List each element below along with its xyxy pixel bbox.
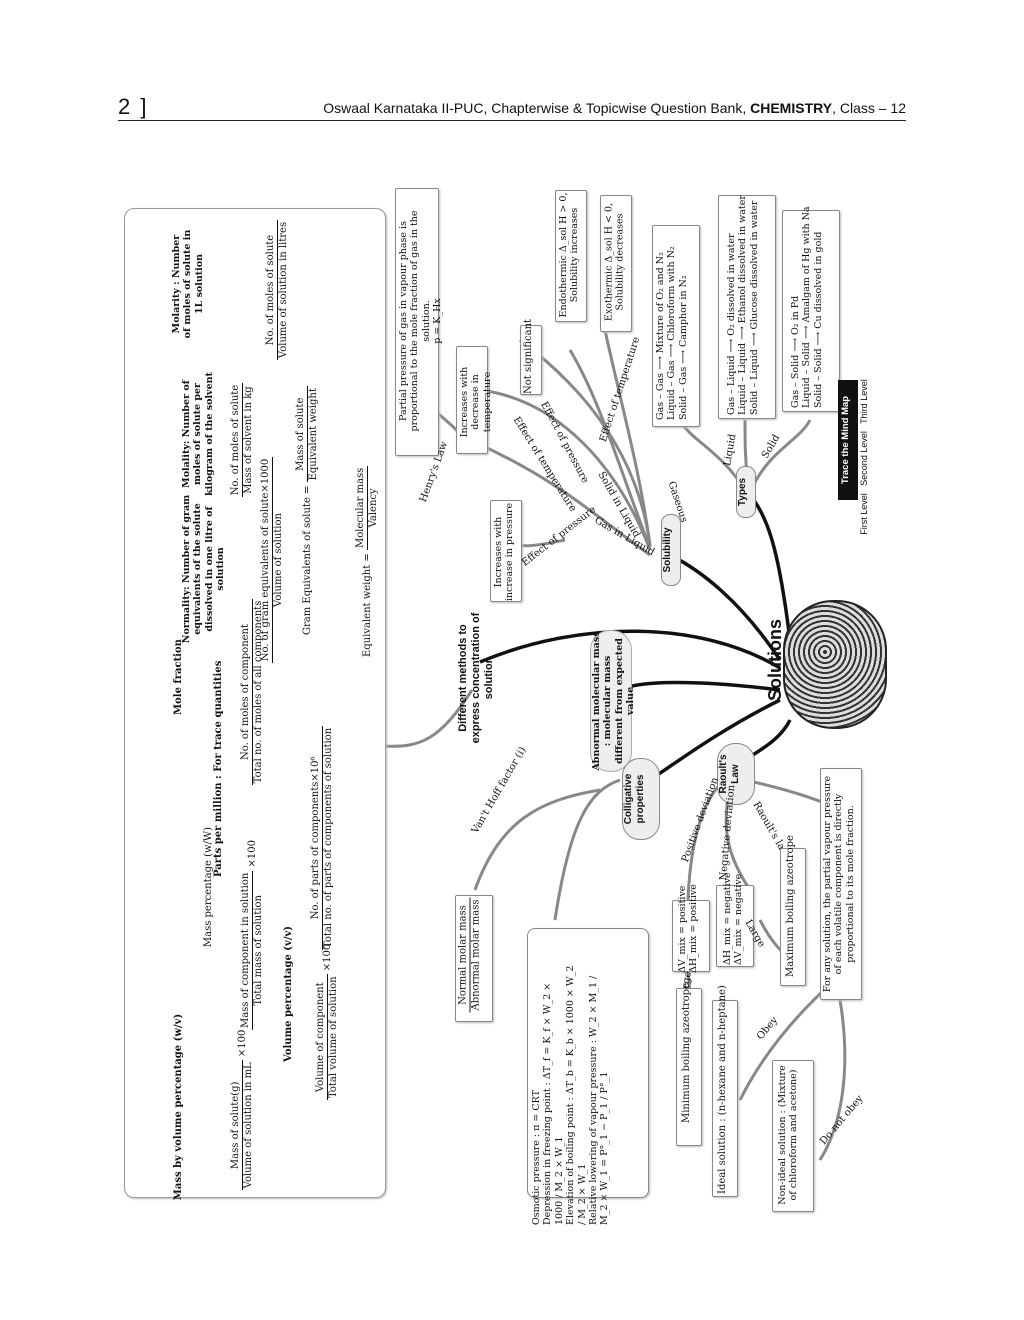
colligative-node: Colligative properties — [622, 758, 660, 840]
brain-icon — [783, 600, 887, 729]
exothermic-text: Exothermic Δ_sol H < 0, Solubility decre… — [603, 202, 626, 322]
branch-abnormal — [619, 680, 781, 692]
types-node: Types — [736, 466, 756, 518]
exothermic-box — [600, 195, 632, 332]
gaseous-box — [652, 225, 700, 427]
solid-pressure-result-box — [520, 325, 542, 395]
vant-hoff-box — [455, 895, 493, 1022]
gas-pressure-result-box — [490, 500, 522, 602]
gas-temp-result-box — [456, 346, 488, 454]
mass-by-volume-title: Mass by volume percentage (w/v) — [173, 1013, 184, 1201]
positive-deviation-box — [672, 900, 710, 972]
branch-types — [750, 496, 792, 641]
non-ideal-solution: Non-ideal solution : (Mixture of chlorof… — [777, 1065, 800, 1205]
max-azeotrope-box — [780, 848, 806, 986]
solid-pressure-result: Not significant — [523, 318, 534, 394]
page-number: 2 ] — [118, 94, 149, 119]
liquid-list: Gas – Liquid ⟶ O₂ dissolved in water Liq… — [726, 195, 760, 415]
concentration-box — [124, 208, 386, 1198]
gaseous-list: Gas – Gas ⟶ Mixture of O₂ and N₂ Liquid … — [655, 246, 689, 420]
raoult-law-text: For any solution, the partial vapour pre… — [822, 775, 856, 993]
raoult-law-box — [820, 768, 862, 1000]
gas-temp-result: Increases with decrease in temperature — [459, 366, 493, 438]
non-ideal-box — [772, 1060, 814, 1212]
negative-deviation-box — [716, 885, 754, 967]
running-head: Oswaal Karnataka II-PUC, Chapterwise & T… — [323, 100, 906, 116]
liquid-box — [718, 195, 776, 419]
trace-map-banner — [838, 380, 858, 500]
endothermic-box — [555, 190, 587, 322]
abnormal-node: Abnormal molecular mass : molecular mass… — [590, 630, 637, 772]
trace-map-levels: First Level Second Level Third Level — [859, 379, 869, 535]
volume-percentage-title: Volume percentage (v/v) — [283, 925, 294, 1062]
ideal-box — [712, 1000, 738, 1197]
ppm-title: Parts per million : For trace quantities — [213, 660, 224, 877]
branch-concentration — [479, 629, 781, 670]
solid-list: Gas – Solid ⟶ O₂ in Pd Liquid – Solid ⟶ … — [790, 206, 824, 408]
gram-equivalents-formula: Gram Equivalents of solute = Mass of sol… — [295, 386, 319, 635]
concentration-branch-label: Different methods to express concentrati… — [457, 612, 496, 744]
solubility-node: Solubility — [661, 514, 681, 586]
ideal-solution: Ideal solution : (n-hexane and n-heptane… — [717, 985, 728, 1194]
colligative-formulas-box — [527, 928, 649, 1198]
molality-title: Molality: Number of moles of solute per … — [181, 372, 215, 496]
molarity-title: Molarity : Number of moles of solute in … — [171, 229, 205, 339]
henry-box — [395, 188, 439, 456]
page-header: 2 ] Oswaal Karnataka II-PUC, Chapterwise… — [118, 94, 906, 121]
colligative-list: Osmotic pressure : π = CRT Depression in… — [531, 965, 611, 1225]
min-azeotrope: Minimum boiling azeotrope — [681, 982, 692, 1123]
endothermic-text: Endothermic Δ_sol H > 0, Solubility incr… — [558, 192, 581, 318]
max-azeotrope: Maximum boiling azeotrope — [785, 835, 796, 977]
solid-box — [782, 210, 840, 412]
branch-colligative — [649, 698, 781, 782]
center-title: Solutions — [765, 619, 785, 701]
normality-title: Normality: Number of gram equivalents of… — [181, 494, 227, 644]
mass-by-volume-formula: Mass of solute(g)Volume of solution in m… — [230, 1029, 254, 1191]
gas-pressure-result: Increases with increase in pressure — [493, 502, 516, 602]
min-azeotrope-box — [676, 988, 702, 1146]
positive-deviation-box-text: ΔV_mix = positive ΔH_mix = positive — [677, 884, 700, 973]
henry-text: Partial pressure of gas in vapour phase … — [398, 210, 444, 432]
trace-map-title: Trace the Mind Map — [840, 395, 851, 485]
